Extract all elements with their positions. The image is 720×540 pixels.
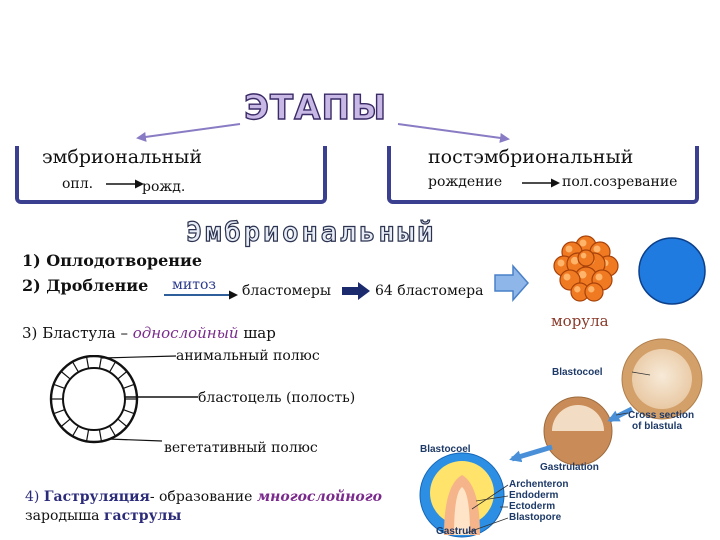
arrow-to-postembryonic — [397, 123, 510, 143]
item-3-emphasis: однослойный — [132, 324, 239, 342]
blastula-diagram — [49, 355, 198, 444]
blastocoel-label: бластоцель (полость) — [198, 390, 356, 406]
morula-cell — [577, 249, 595, 267]
blastula-cell-walls — [51, 356, 137, 442]
blastula-cell-wall — [117, 418, 128, 428]
morula-cell-highlight — [570, 256, 579, 265]
leader-blastocoel-top — [631, 371, 651, 376]
morula-cell-highlight — [593, 245, 601, 253]
blastula-cell-wall — [53, 409, 66, 415]
arrow-to-embryonic — [136, 123, 241, 142]
blastula-cell-wall — [53, 383, 66, 389]
morula-cell-highlight — [578, 270, 587, 279]
arrow-to-64 — [342, 282, 370, 300]
label-cross-section-1: Cross section — [628, 410, 695, 421]
morula-cell-highlight — [557, 259, 565, 267]
blastula-cell-wall — [85, 356, 90, 369]
morula-cell — [584, 282, 604, 302]
blastula-cell-wall — [108, 361, 117, 373]
label-gastrulation: Gastrulation — [540, 462, 599, 473]
morula-cell-highlight — [579, 239, 587, 247]
embryonic-bracket — [15, 146, 327, 204]
blastula-cell-wall — [60, 370, 71, 380]
blastula-cell-wall — [122, 383, 135, 389]
blastomeres-64-label: 64 бластомера — [375, 283, 484, 299]
stage-embryonic-title: эмбриональный — [42, 146, 202, 168]
leader-endoderm — [475, 495, 509, 502]
stage-embryonic-from: опл. — [62, 176, 94, 192]
item-1-number: 1) — [22, 251, 41, 270]
stage-embryonic-to: рожд. — [142, 179, 186, 195]
morula-cell-highlight — [563, 273, 571, 281]
item-4-num: 4) — [25, 489, 44, 505]
morula-image — [550, 234, 622, 304]
item-4-emphasis: многослойного — [256, 489, 382, 505]
stage-postembryonic-to: пол.созревание — [562, 174, 678, 190]
morula-cell-highlight — [580, 252, 587, 259]
blue-circle — [638, 237, 706, 305]
blastula-inner-ring — [62, 367, 126, 431]
label-blastocoel-bottom: Blastocoel — [420, 444, 471, 455]
item-4-line2-a: зародыша — [25, 508, 104, 524]
item-2-number: 2) — [22, 276, 41, 295]
item-4-gastrula-word: гаструлы — [103, 508, 182, 524]
blastula-cell-wall — [98, 429, 103, 442]
item-2-text: Дробление — [46, 276, 149, 295]
item-3-text-a: Бластула – — [42, 324, 133, 342]
item-4-text-c: - образование — [149, 489, 257, 505]
blastula-middle-cavity — [552, 405, 604, 431]
mitosis-label: митоз — [172, 277, 217, 293]
blastula-cell-wall — [85, 429, 90, 442]
page-title: ЭТАПЫ — [243, 87, 388, 128]
morula-cell-highlight — [595, 273, 603, 281]
item-4-gastrulation: Гаструляция — [43, 489, 150, 505]
label-cross-section-2: of blastula — [632, 421, 683, 432]
blastula-cell-wall — [117, 370, 128, 380]
animal-pole-label: анимальный полюс — [176, 348, 320, 364]
stage-postembryonic-from: рождение — [428, 174, 503, 190]
item-3: 3) Бластула – однослойный шар — [22, 324, 276, 342]
blastomeres-label: бластомеры — [242, 283, 331, 299]
item-4: 4) Гаструляция- образование многослойног… — [25, 488, 415, 526]
morula-cell-highlight — [588, 286, 595, 293]
gastrulation-figure — [419, 338, 703, 538]
postembryonic-bracket — [387, 146, 699, 204]
morula-label: морула — [551, 312, 609, 330]
arrow-middle-to-gastrula — [509, 444, 553, 463]
label-blastocoel-top: Blastocoel — [552, 367, 603, 378]
pointer-animal-pole — [101, 355, 177, 359]
arrow-to-morula — [494, 264, 530, 302]
label-ectoderm: Ectoderm — [509, 501, 556, 512]
item-1-text: Оплодотворение — [46, 251, 203, 270]
item-3-number: 3) — [22, 324, 38, 342]
pointer-vegetal-pole — [107, 438, 163, 442]
morula-cell-highlight — [574, 286, 581, 293]
item-1: 1) Оплодотворение — [22, 251, 202, 270]
blastula-cell-wall — [71, 361, 80, 373]
label-blastopore: Blastopore — [509, 512, 562, 523]
leader-cross-section — [615, 412, 629, 416]
label-gastrula: Gastrula — [436, 526, 477, 537]
stage-postembryonic-title: постэмбриональный — [428, 146, 634, 168]
blastula-cell-wall — [71, 425, 80, 437]
vegetal-pole-label: вегетативный полюс — [164, 440, 318, 456]
item-3-text-c: шар — [238, 324, 276, 342]
section-heading: Эмбриональный — [185, 216, 437, 248]
gastrula-archenteron — [454, 487, 470, 535]
blastula-cell-wall — [60, 418, 71, 428]
item-2: 2) Дробление — [22, 276, 148, 295]
label-endoderm: Endoderm — [509, 490, 559, 501]
blastula-top-inner — [632, 349, 692, 409]
leader-archenteron — [471, 484, 509, 510]
label-archenteron: Archenteron — [509, 479, 569, 490]
blastula-cell-wall — [108, 425, 117, 437]
blastula-cell-wall — [122, 409, 135, 415]
morula-cell-highlight — [565, 245, 573, 253]
leader-blastopore — [465, 517, 509, 534]
blastula-cell-wall — [98, 356, 103, 369]
